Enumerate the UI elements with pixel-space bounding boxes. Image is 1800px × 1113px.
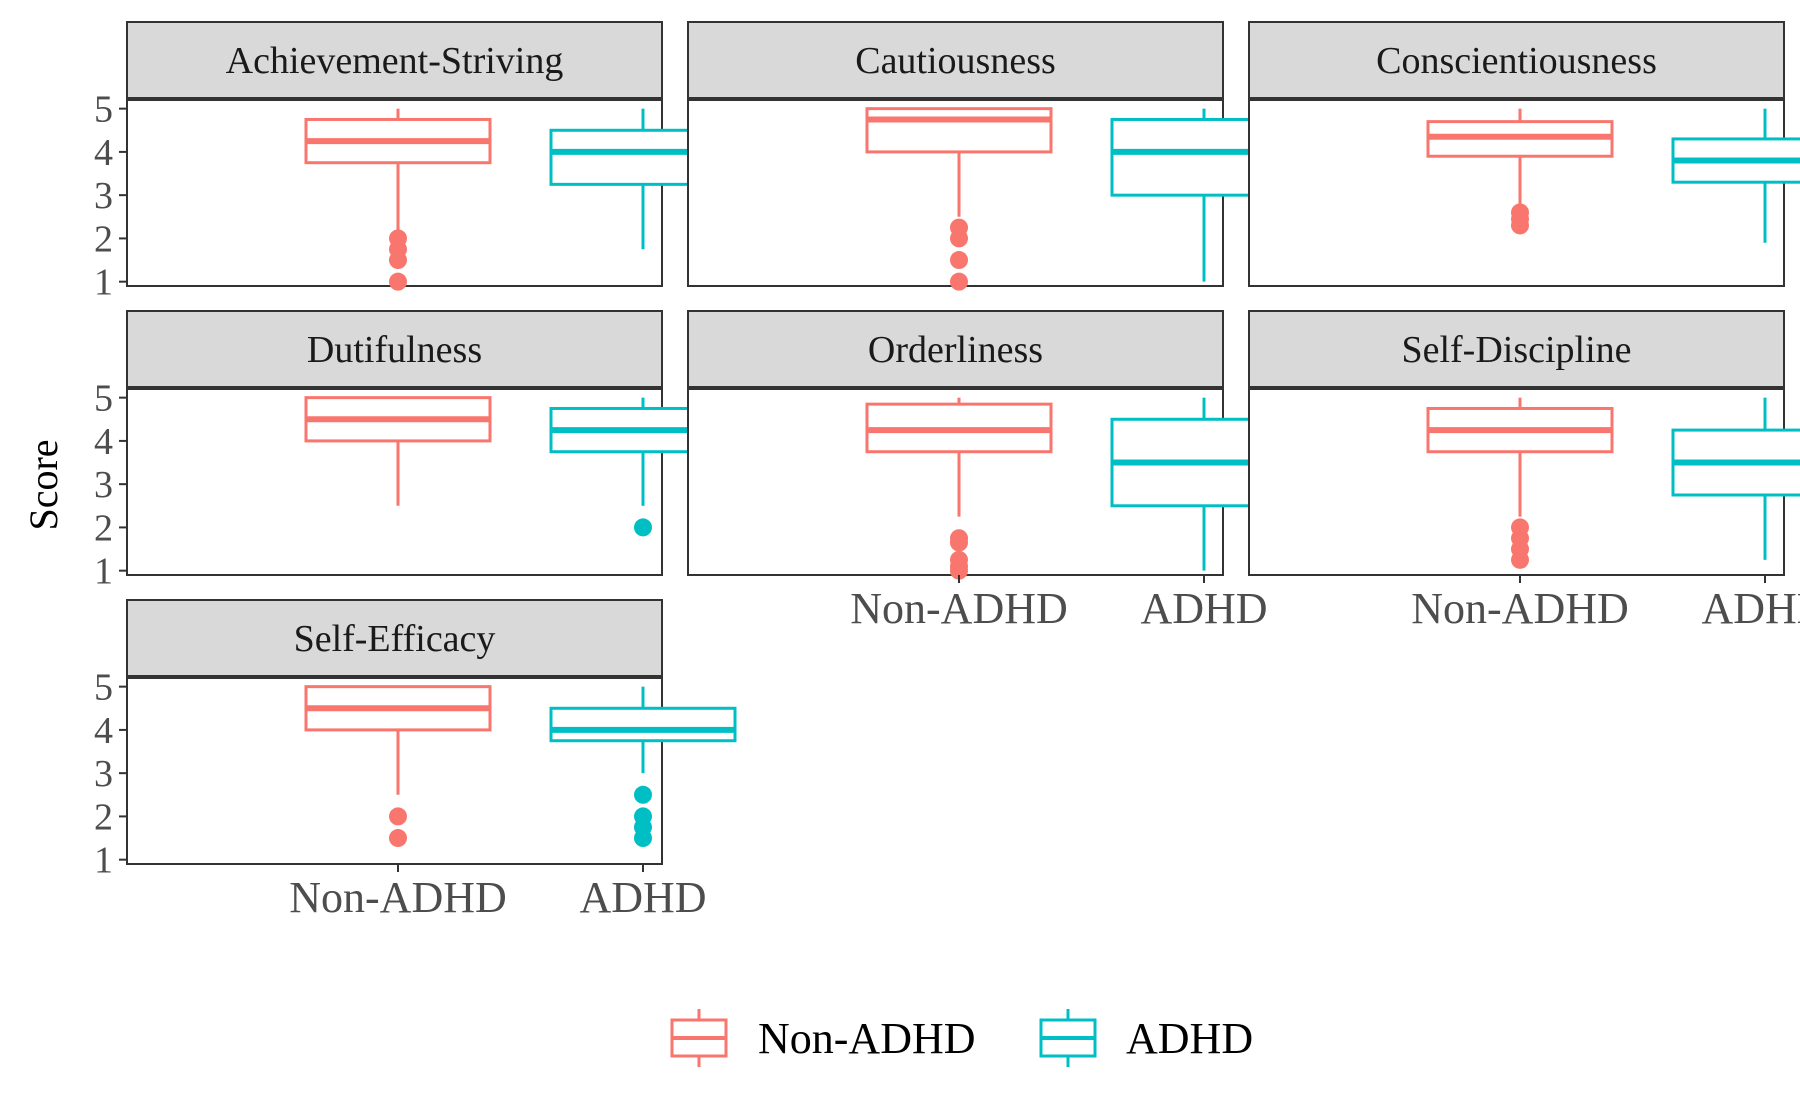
outlier-point (950, 533, 968, 552)
x-tick-label: ADHD (1701, 584, 1800, 633)
outlier-point (389, 272, 407, 291)
y-tick-label: 4 (94, 710, 113, 752)
outlier-point (389, 251, 407, 270)
facet-strip (126, 599, 663, 677)
box-non-adhd (304, 108, 492, 291)
y-tick-label: 3 (94, 464, 113, 506)
y-tick-label: 2 (94, 507, 113, 549)
facet-title: Conscientiousness (1376, 40, 1657, 82)
outlier-point (389, 807, 407, 826)
x-tick-label: Non-ADHD (1411, 584, 1629, 633)
iqr-box (865, 107, 1053, 154)
outlier-point (634, 829, 652, 848)
box-non-adhd (304, 396, 492, 506)
facet-strip (126, 21, 663, 99)
legend-key (1039, 1009, 1097, 1067)
outlier-point (389, 829, 407, 848)
box-non-adhd (865, 397, 1053, 580)
iqr-box (549, 706, 737, 743)
facet-title: Achievement-Striving (226, 40, 564, 82)
y-tick-label: 4 (94, 421, 113, 463)
x-tick-label: ADHD (579, 873, 706, 922)
y-tick-label: 1 (94, 551, 113, 593)
box-non-adhd (1426, 108, 1614, 235)
y-tick-label: 3 (94, 175, 113, 217)
facet-title: Self-Discipline (1401, 329, 1631, 371)
facet-panel: Cautiousness (687, 21, 1298, 291)
x-tick-label: Non-ADHD (289, 873, 507, 922)
y-tick-label: 5 (94, 89, 113, 131)
facet-title: Cautiousness (855, 40, 1056, 82)
box-non-adhd (304, 685, 492, 848)
y-tick-label: 1 (94, 840, 113, 882)
outlier-point (1511, 216, 1529, 235)
y-tick-label: 5 (94, 667, 113, 709)
facet-strip (1248, 21, 1785, 99)
y-tick-label: 1 (94, 262, 113, 304)
facet-strip (687, 310, 1224, 388)
y-tick-label: 4 (94, 132, 113, 174)
box-adhd (549, 686, 737, 848)
facet-title: Self-Efficacy (294, 618, 496, 660)
legend: Non-ADHD ADHD (670, 1009, 1253, 1067)
outlier-point (950, 251, 968, 270)
y-axis-title: Score (21, 439, 66, 530)
y-tick-label: 2 (94, 218, 113, 260)
outlier-point (950, 272, 968, 291)
box-adhd (1671, 397, 1800, 560)
outlier-point (634, 518, 652, 537)
y-tick-label: 5 (94, 378, 113, 420)
facet-title: Dutifulness (307, 329, 482, 371)
outlier-point (634, 785, 652, 804)
box-non-adhd (1426, 397, 1614, 569)
facet-panel: Conscientiousness (1248, 21, 1800, 287)
facet-strip (687, 21, 1224, 99)
facet-strip (126, 310, 663, 388)
y-tick-label: 2 (94, 796, 113, 838)
box-non-adhd (865, 107, 1053, 291)
outlier-point (1511, 550, 1529, 569)
legend-label: ADHD (1126, 1014, 1253, 1063)
facet-strip (1248, 310, 1785, 388)
y-tick-label: 3 (94, 753, 113, 795)
x-tick-label: Non-ADHD (850, 584, 1068, 633)
facet-title: Orderliness (868, 329, 1043, 371)
box-adhd (1671, 108, 1800, 243)
outlier-point (950, 561, 968, 580)
outlier-point (950, 229, 968, 248)
x-tick-label: ADHD (1140, 584, 1267, 633)
legend-label: Non-ADHD (758, 1014, 976, 1063)
legend-key (670, 1009, 728, 1067)
